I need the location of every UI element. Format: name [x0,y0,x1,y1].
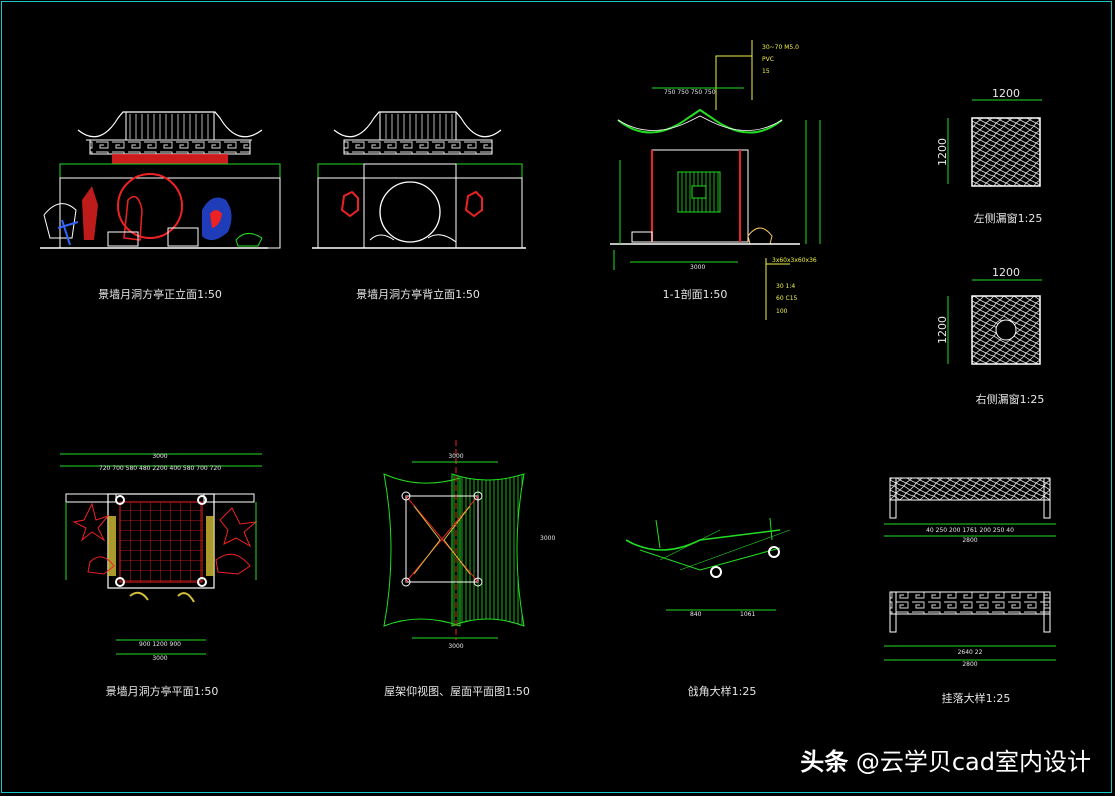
svg-text:2800: 2800 [962,661,977,668]
roof-plan-drawing: 3000 3000 3000 [383,440,555,650]
right-window-drawing: 1200 1200 [936,266,1042,365]
eave-detail-drawing: 840 1061 [625,517,791,618]
caption-right-window: 右侧漏窗1:25 [975,393,1045,406]
svg-text:30~70 M5.0: 30~70 M5.0 [762,44,799,51]
svg-text:900 1200 900: 900 1200 900 [139,641,181,648]
back-elevation-drawing [312,111,526,249]
hanging-detail-drawing: 40 250 200 1761 200 250 40 2800 2640 22 … [884,477,1056,668]
svg-text:3000: 3000 [540,535,555,542]
caption-left-window: 左侧漏窗1:25 [973,212,1043,225]
caption-hanging-detail: 挂落大样1:25 [941,692,1011,705]
svg-text:3000: 3000 [152,655,167,662]
svg-text:3000: 3000 [448,643,463,650]
left-window-width: 1200 [992,87,1020,100]
svg-text:3x60x3x60x36: 3x60x3x60x36 [772,257,817,264]
svg-text:15: 15 [762,68,770,75]
caption-plan: 景墙月洞方亭平面1:50 [105,685,219,698]
right-window-height: 1200 [936,316,949,344]
svg-text:720 700 580 480 2200 400 5: 720 700 580 480 2200 400 580 700 720 [99,465,221,472]
svg-text:30 1:4: 30 1:4 [776,283,795,290]
caption-section: 1-1剖面1:50 [662,288,728,301]
watermark-account: @云学贝cad室内设计 [855,748,1091,776]
svg-text:1061: 1061 [740,611,755,618]
caption-roof-plan: 屋架仰视图、屋面平面图1:50 [384,685,530,698]
caption-eave-detail: 戗角大样1:25 [687,685,757,698]
watermark: 头条 @云学贝cad室内设计 [800,742,1091,777]
svg-text:750 750 750 750: 750 750 750 750 [664,89,716,96]
svg-text:3000: 3000 [690,264,705,271]
svg-text:PVC: PVC [762,56,774,63]
plan-drawing: 3000 720 700 580 480 2200 400 580 700 72… [60,453,262,662]
left-window-drawing: 1200 1200 [936,87,1042,187]
svg-text:2800: 2800 [962,537,977,544]
svg-text:2640 22: 2640 22 [958,649,983,656]
right-window-width: 1200 [992,266,1020,279]
svg-text:3000: 3000 [152,453,167,460]
section-drawing: 30~70 M5.0 PVC 15 3x60x3x60x36 30 1:4 60… [610,40,821,320]
front-elevation-drawing [40,111,281,249]
svg-text:40 250 200 1761 200 2: 40 250 200 1761 200 250 40 [926,527,1014,534]
svg-text:840: 840 [690,611,702,618]
watermark-brand: 头条 [800,748,849,776]
left-window-height: 1200 [936,138,949,166]
svg-text:3000: 3000 [448,453,463,460]
svg-text:60 C15: 60 C15 [776,295,798,302]
svg-text:100: 100 [776,308,788,315]
caption-front-elevation: 景墙月洞方亭正立面1:50 [98,288,222,301]
caption-back-elevation: 景墙月洞方亭背立面1:50 [356,288,480,301]
